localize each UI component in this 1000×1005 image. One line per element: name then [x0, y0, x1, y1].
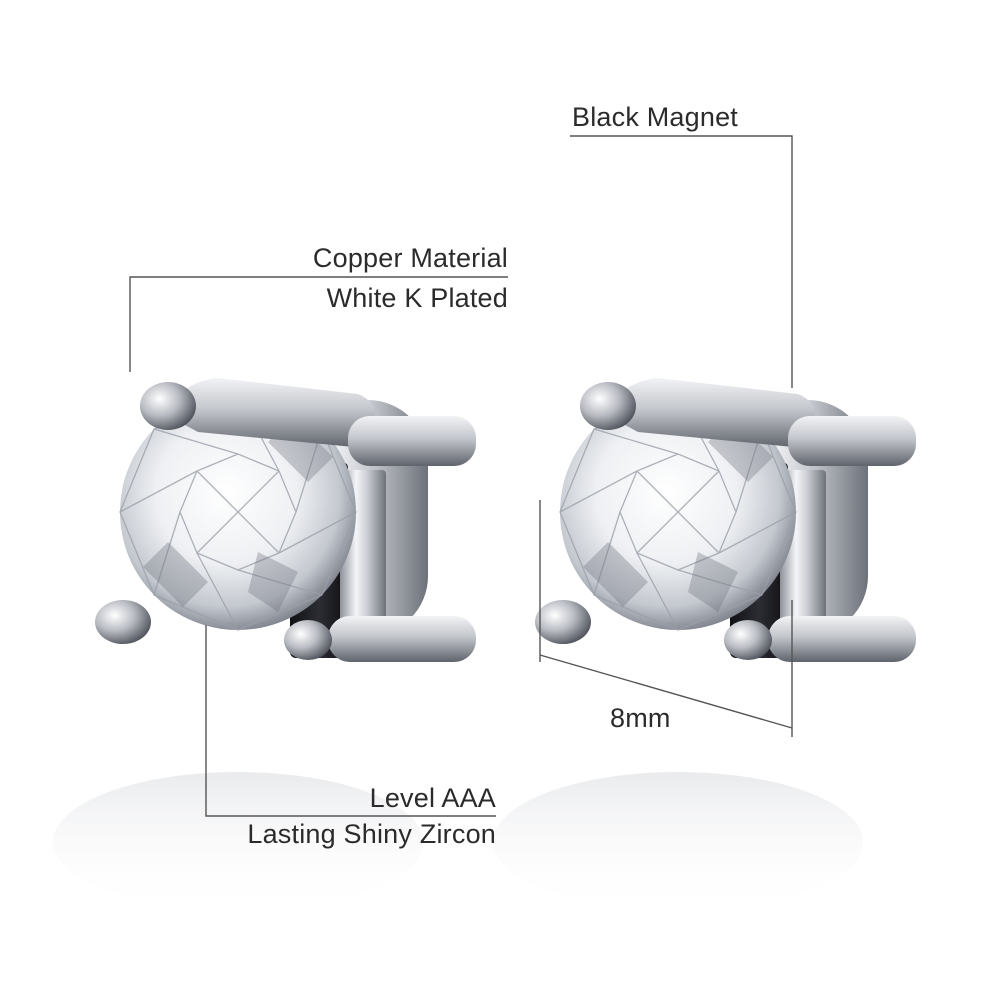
size-label: 8mm	[610, 703, 671, 733]
level-aaa-label: Level AAA	[369, 783, 496, 813]
copper-material-label: Copper Material	[312, 243, 508, 273]
leader-lines	[129, 135, 793, 817]
white-k-plated-label: White K Plated	[326, 283, 508, 313]
lasting-shiny-zircon-label: Lasting Shiny Zircon	[247, 819, 496, 849]
black-magnet-label: Black Magnet	[572, 102, 738, 132]
right-earring	[492, 377, 917, 913]
